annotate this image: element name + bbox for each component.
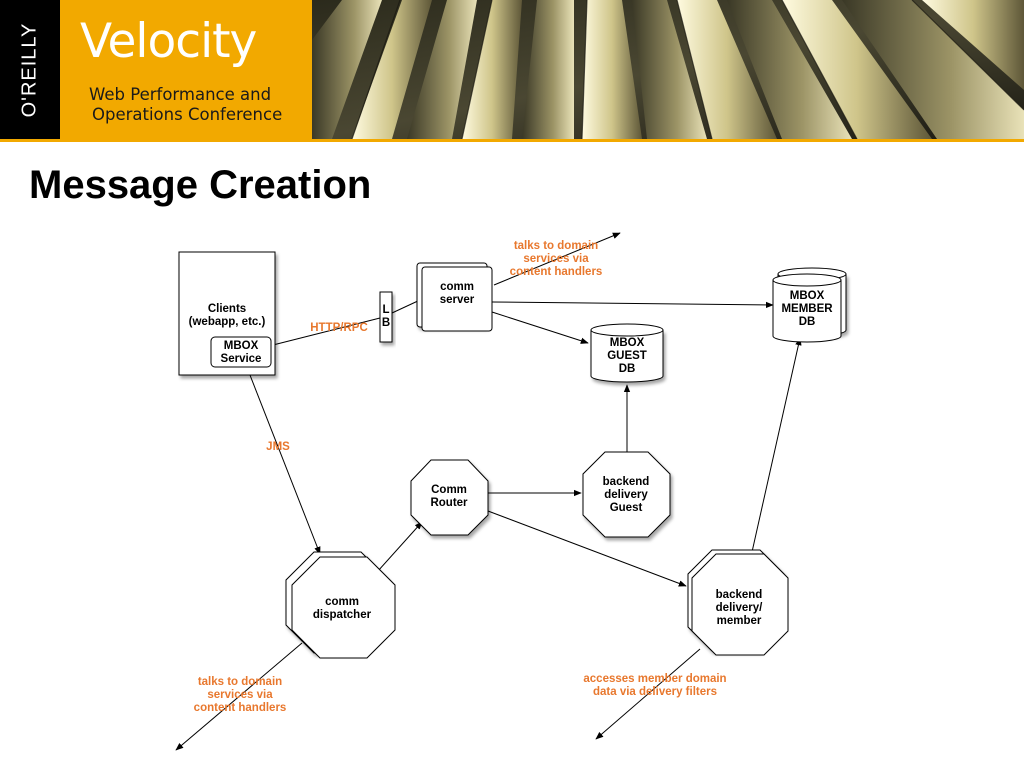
jms-label: JMS bbox=[266, 441, 290, 453]
router-to-member-delivery-arrow bbox=[487, 510, 687, 587]
svg-text:content handlers: content handlers bbox=[510, 266, 603, 278]
velocity-brand: Velocity Web Performance and Operations … bbox=[60, 0, 312, 139]
slide-title: Message Creation bbox=[29, 163, 372, 207]
brand-subtitle-line1: Web Performance and bbox=[89, 85, 272, 104]
svg-text:GUEST: GUEST bbox=[607, 350, 647, 362]
svg-text:L: L bbox=[382, 304, 389, 316]
svg-text:backend: backend bbox=[716, 589, 763, 601]
clients-sublabel: (webapp, etc.) bbox=[189, 316, 266, 328]
member-domain-note: accesses member domain data via delivery… bbox=[583, 673, 726, 698]
svg-text:MEMBER: MEMBER bbox=[781, 303, 833, 315]
svg-text:Comm: Comm bbox=[431, 484, 467, 496]
dispatcher-domain-note: talks to domain services via content han… bbox=[194, 676, 287, 714]
svg-text:dispatcher: dispatcher bbox=[313, 609, 372, 621]
server-to-member-db-arrow bbox=[491, 301, 774, 309]
member-domain-data-arrow bbox=[595, 648, 701, 740]
turbine-blades-graphic bbox=[312, 0, 1024, 139]
server-domain-note: talks to domain services via content han… bbox=[510, 240, 603, 278]
svg-text:MBOX: MBOX bbox=[610, 337, 645, 349]
comm-dispatcher-node: comm dispatcher bbox=[285, 551, 396, 659]
svg-text:B: B bbox=[382, 317, 390, 329]
mbox-service-node: MBOX Service bbox=[210, 336, 272, 368]
dispatcher-to-router-arrow bbox=[377, 521, 423, 572]
svg-text:server: server bbox=[440, 294, 475, 306]
svg-text:DB: DB bbox=[799, 316, 816, 328]
load-balancer-node: L B bbox=[379, 291, 393, 343]
comm-router-node: Comm Router bbox=[410, 459, 489, 536]
svg-text:MBOX: MBOX bbox=[790, 290, 825, 302]
clients-label: Clients bbox=[208, 303, 246, 315]
server-domain-services-arrow bbox=[493, 232, 621, 286]
svg-text:services via: services via bbox=[207, 689, 273, 701]
svg-text:Service: Service bbox=[221, 353, 262, 365]
svg-text:content handlers: content handlers bbox=[194, 702, 287, 714]
member-delivery-to-db-arrow bbox=[751, 337, 802, 553]
http-rpc-label: HTTP/RPC bbox=[310, 322, 368, 334]
oreilly-logo-strip: O'REILLY bbox=[0, 0, 60, 139]
comm-server-node: comm server bbox=[416, 262, 493, 332]
server-to-guest-db-arrow bbox=[491, 311, 589, 344]
brand-subtitle-line2: Operations Conference bbox=[92, 105, 283, 124]
svg-text:Router: Router bbox=[430, 497, 468, 509]
svg-text:DB: DB bbox=[619, 363, 636, 375]
http-rpc-connector bbox=[272, 317, 381, 346]
svg-text:delivery/: delivery/ bbox=[716, 602, 763, 614]
svg-text:comm: comm bbox=[325, 596, 359, 608]
lb-to-server-connector bbox=[391, 299, 421, 314]
svg-text:MBOX: MBOX bbox=[224, 340, 259, 352]
svg-text:talks to domain: talks to domain bbox=[198, 676, 282, 688]
svg-text:backend: backend bbox=[603, 476, 650, 488]
svg-text:talks to domain: talks to domain bbox=[514, 240, 598, 252]
jms-arrow bbox=[247, 369, 321, 555]
header-divider bbox=[0, 139, 1024, 142]
svg-text:data via delivery filters: data via delivery filters bbox=[593, 686, 717, 698]
backend-delivery-guest-node: backend delivery Guest bbox=[582, 451, 671, 538]
brand-title: Velocity bbox=[80, 14, 257, 69]
mbox-guest-db-node: MBOX GUEST DB bbox=[590, 323, 664, 383]
backend-delivery-member-node: backend delivery/ member bbox=[687, 549, 789, 656]
dispatcher-domain-services-arrow bbox=[175, 642, 303, 751]
svg-text:services via: services via bbox=[523, 253, 589, 265]
svg-text:Guest: Guest bbox=[610, 502, 643, 514]
svg-text:delivery: delivery bbox=[604, 489, 648, 501]
svg-text:member: member bbox=[717, 615, 762, 627]
svg-text:accesses member domain: accesses member domain bbox=[583, 673, 726, 685]
brand-subtitle: Web Performance and Operations Conferenc… bbox=[89, 85, 282, 125]
turbine-header-image bbox=[312, 0, 1024, 139]
mbox-member-db-node: MBOX MEMBER DB bbox=[772, 267, 847, 343]
svg-text:comm: comm bbox=[440, 281, 474, 293]
